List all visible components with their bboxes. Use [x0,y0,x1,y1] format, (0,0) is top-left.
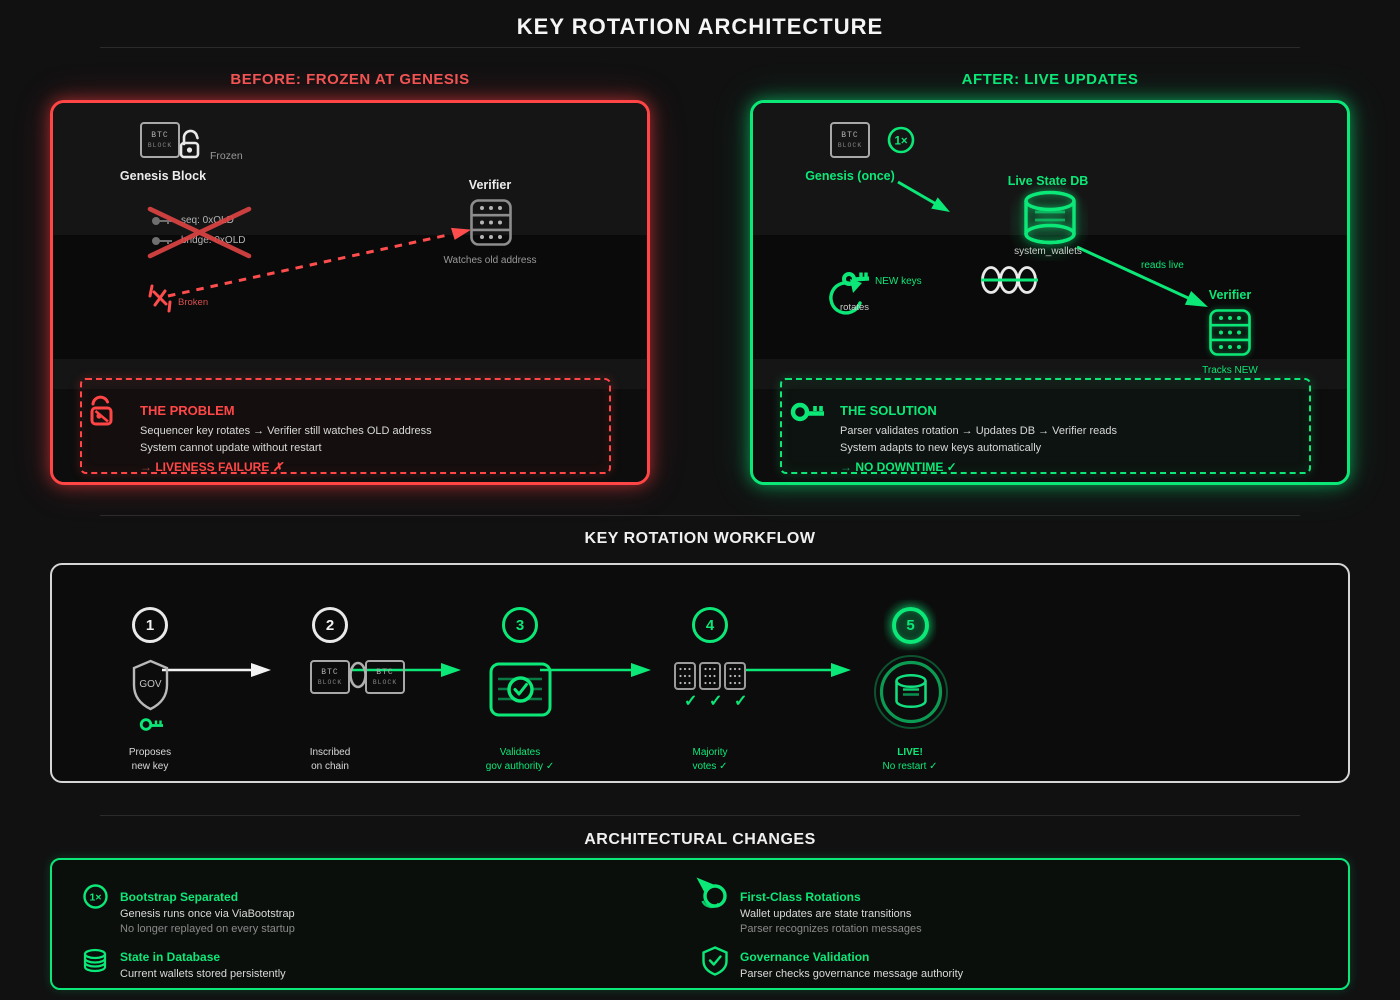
svg-text:GOV: GOV [139,679,162,690]
svg-text:1×: 1× [894,136,907,148]
svg-text:1×: 1× [90,892,102,904]
